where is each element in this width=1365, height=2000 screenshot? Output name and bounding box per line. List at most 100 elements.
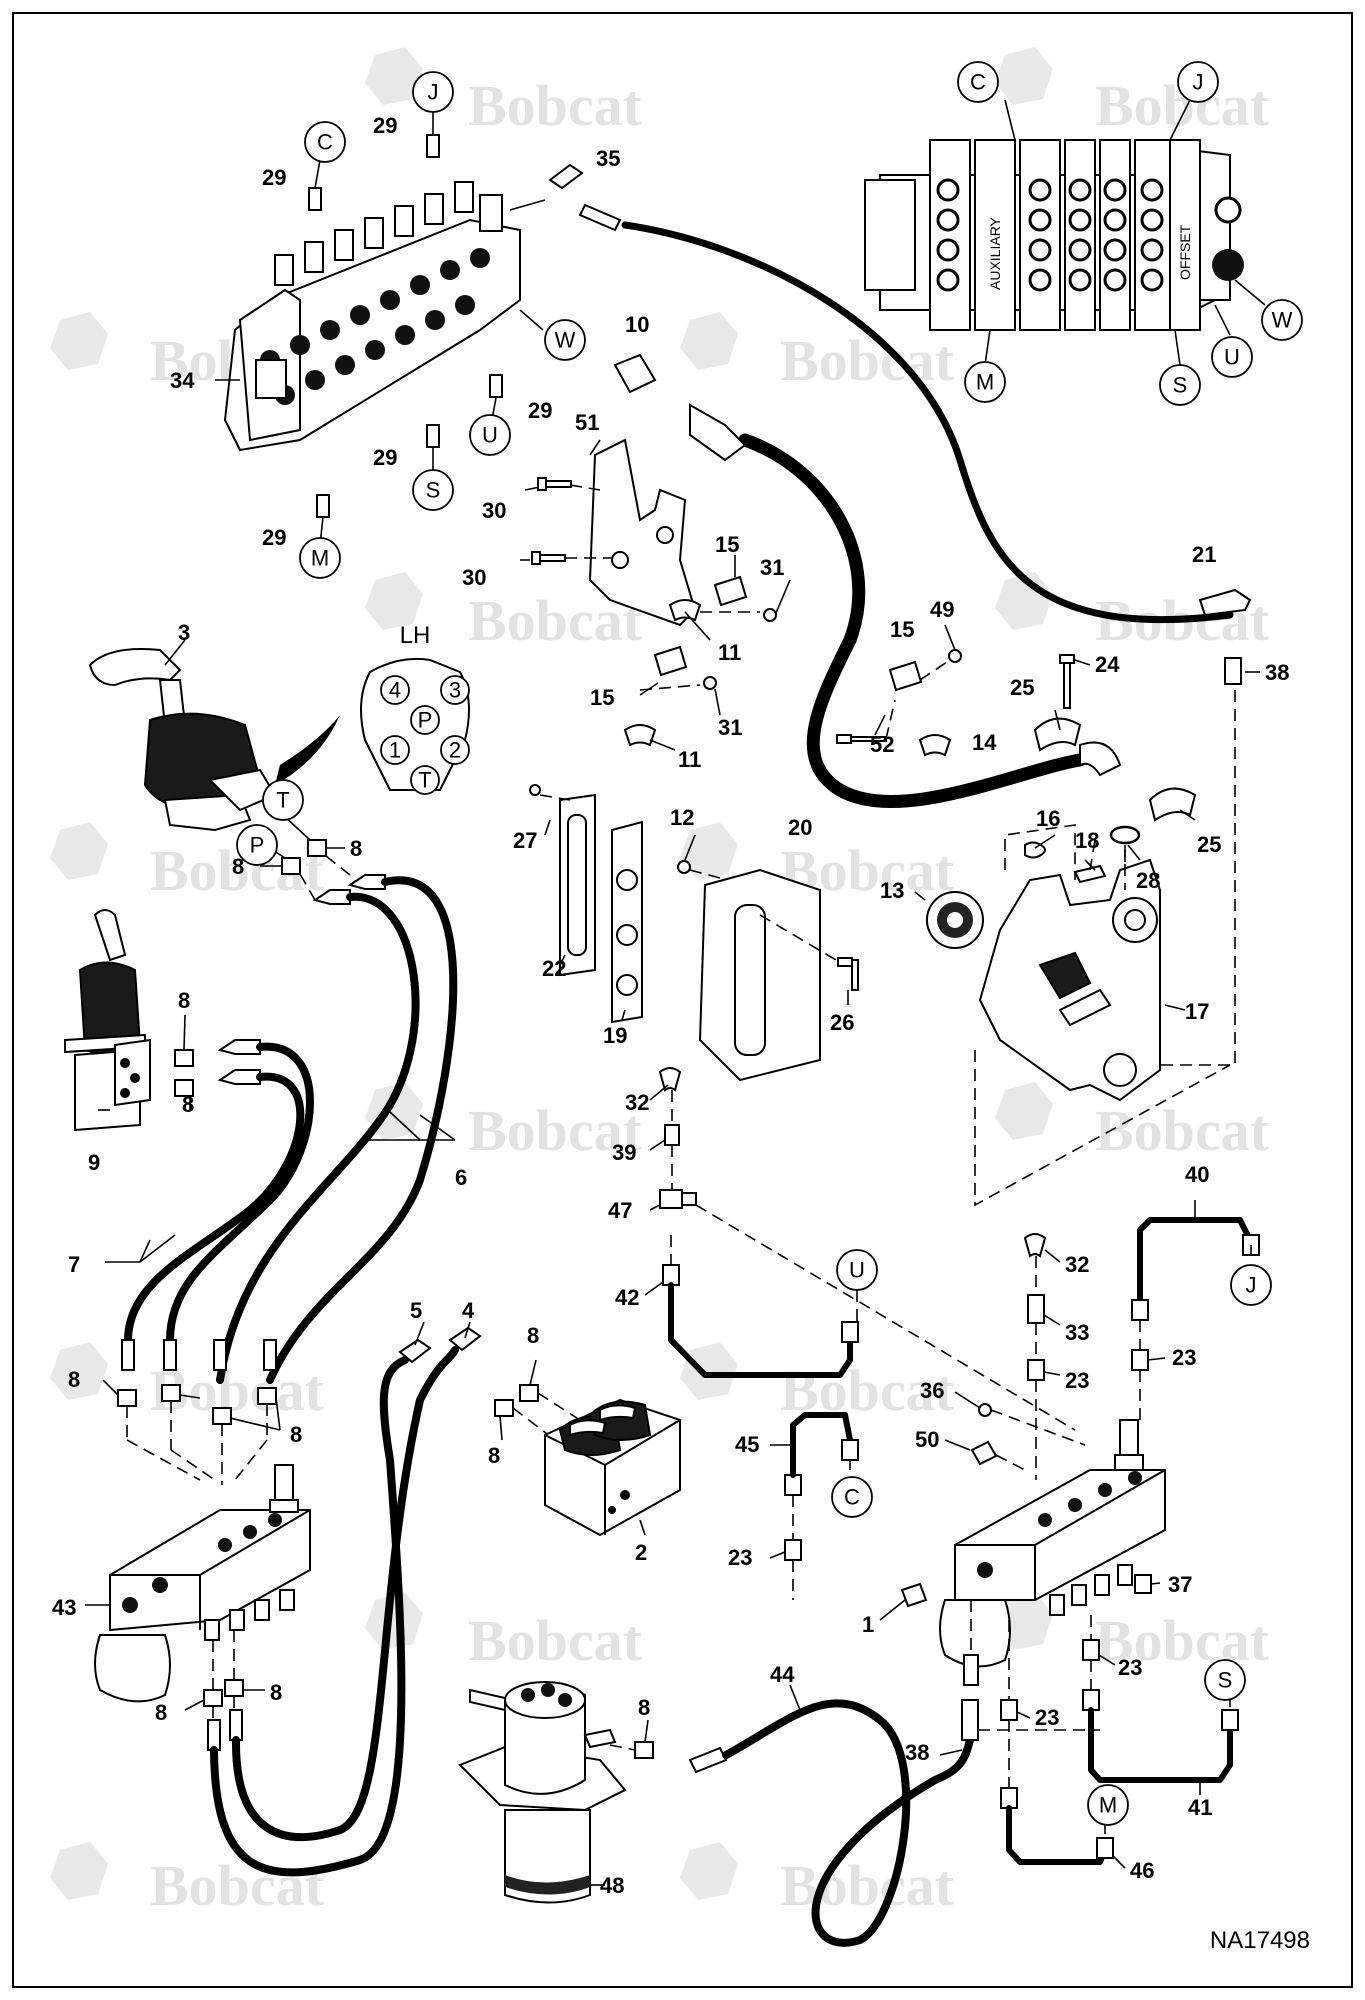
circle-ref-j-lower-text: J: [1246, 1273, 1257, 1298]
watermark-13: Bobcat: [365, 1592, 643, 1673]
watermark-logo-16: [680, 1842, 738, 1900]
callout-52: 52: [870, 732, 894, 757]
circle-ref-s-lower: S: [1204, 1659, 1246, 1701]
watermark-logo-3: [50, 312, 108, 370]
callout-26: 26: [830, 1010, 854, 1035]
callout-29-s: 29: [373, 445, 397, 470]
tube-40: [1131, 1200, 1260, 1420]
circle-ref-inset-u-text: U: [1224, 345, 1240, 370]
callout-3: 3: [178, 620, 190, 645]
callout-46: 46: [1130, 1858, 1154, 1883]
pilot-manifold-left: [85, 1464, 311, 1703]
callout-10: 10: [625, 312, 649, 337]
callout-8-c: 8: [178, 988, 190, 1013]
connector-port-4: 4: [389, 678, 401, 703]
aux-control-2: [494, 1359, 681, 1537]
callout-13: 13: [880, 878, 904, 903]
tube-42: [644, 1235, 859, 1378]
circle-ref-m-mid-text: M: [311, 546, 329, 571]
callout-21: 21: [1192, 542, 1216, 567]
circle-ref-inset-u: U: [1211, 336, 1253, 378]
callout-24: 24: [1095, 652, 1120, 677]
callout-23-a: 23: [1065, 1368, 1089, 1393]
callout-15-b: 15: [590, 685, 614, 710]
watermark-text-4: Bobcat: [780, 328, 955, 393]
callout-6: 6: [455, 1165, 467, 1190]
callout-19: 19: [603, 1023, 627, 1048]
connector-port-t: T: [418, 768, 431, 793]
watermark-5: Bobcat: [365, 572, 643, 653]
circle-ref-inset-s: S: [1159, 364, 1201, 406]
circle-ref-inset-m-text: M: [976, 370, 994, 395]
watermark-logo-2: [995, 47, 1053, 105]
callout-11-a: 11: [718, 640, 741, 665]
watermark-9: Bobcat: [365, 1082, 643, 1163]
callout-36: 36: [920, 1378, 944, 1403]
callout-8-a: 8: [350, 836, 362, 861]
circle-ref-u-mid-text: U: [482, 423, 498, 448]
watermark-logo-10: [995, 1082, 1053, 1140]
circle-ref-w-mid-text: W: [555, 328, 576, 353]
callout-29-m: 29: [262, 525, 286, 550]
callout-43: 43: [52, 1595, 76, 1620]
circle-ref-p-pilot-text: P: [250, 833, 265, 858]
circle-ref-u-mid: U: [469, 414, 511, 456]
callout-28: 28: [1136, 868, 1160, 893]
fittings-29-35: [308, 134, 584, 518]
small-fittings-right: [879, 1391, 1161, 1621]
watermark-text-9: Bobcat: [468, 1098, 643, 1163]
watermark-11: Bobcat: [50, 1342, 325, 1423]
callout-47: 47: [608, 1198, 632, 1223]
circle-ref-c-lower: C: [831, 1476, 873, 1518]
tee-stack-right: [1023, 1233, 1166, 1480]
callout-25-b: 25: [1197, 832, 1221, 857]
circle-ref-m-lower-text: M: [1099, 1793, 1117, 1818]
circle-ref-s-lower-text: S: [1218, 1668, 1233, 1693]
callout-34: 34: [170, 368, 195, 393]
callout-16: 16: [1036, 806, 1060, 831]
callout-30-b: 30: [462, 565, 486, 590]
circle-ref-inset-j-text: J: [1193, 70, 1204, 95]
callout-11-b: 11: [678, 747, 701, 772]
hose-20: [613, 353, 1122, 809]
circle-ref-j-top: J: [412, 71, 454, 113]
callout-48: 48: [600, 1873, 624, 1898]
circle-ref-t-pilot: T: [262, 779, 304, 821]
fitting-38-top: [1224, 657, 1260, 685]
connector-port-p: P: [418, 708, 433, 733]
callout-8-g: 8: [68, 1367, 80, 1392]
callout-37: 37: [1168, 1572, 1192, 1597]
circle-ref-m-lower: M: [1087, 1784, 1129, 1826]
callout-20: 20: [788, 815, 812, 840]
callout-31-b: 31: [718, 715, 742, 740]
watermark-logo-15: [50, 1842, 108, 1900]
connector-port-3: 3: [449, 678, 461, 703]
callout-7: 7: [68, 1252, 80, 1277]
callout-14: 14: [972, 730, 997, 755]
tube-45: [769, 1412, 859, 1600]
watermark-16: Bobcat: [680, 1842, 955, 1918]
callout-4: 4: [462, 1298, 475, 1323]
circle-ref-j-top-text: J: [428, 80, 439, 105]
circle-ref-t-pilot-text: T: [276, 788, 289, 813]
callout-31-a: 31: [760, 555, 784, 580]
callout-44: 44: [770, 1662, 795, 1687]
watermark-text-10: Bobcat: [1095, 1098, 1270, 1163]
watermark-logo-13: [365, 1592, 423, 1650]
callout-51: 51: [575, 410, 599, 435]
clamps-near-pump: [836, 624, 1197, 822]
callout-30-a: 30: [482, 498, 506, 523]
circle-ref-c-top: C: [304, 121, 346, 163]
plates-27-22-19-26: [529, 784, 859, 1082]
watermark-12: Bobcat: [680, 1342, 955, 1423]
callout-17: 17: [1185, 999, 1209, 1024]
hose-21: [578, 203, 1252, 623]
callout-15-c: 15: [890, 617, 914, 642]
callout-50: 50: [915, 1427, 939, 1452]
callout-29-c: 29: [262, 165, 286, 190]
watermark-1: Bobcat: [365, 47, 643, 138]
callout-32-b: 32: [1065, 1252, 1089, 1277]
callout-8-h: 8: [290, 1422, 302, 1447]
callout-22: 22: [542, 956, 566, 981]
